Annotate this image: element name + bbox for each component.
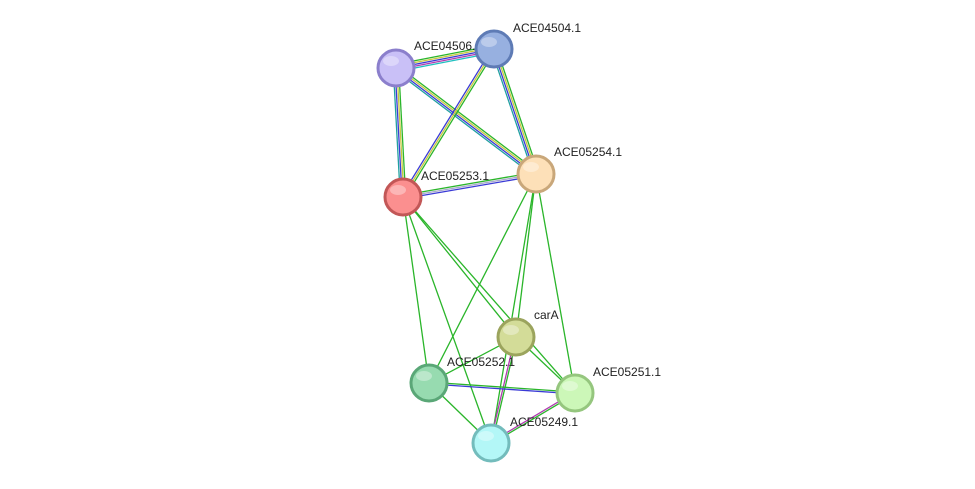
edge-evidence-line [495, 47, 540, 174]
node-highlight [503, 325, 519, 335]
node-circle[interactable] [474, 29, 514, 69]
edge-ACE04506.1-ACE05254.1[interactable] [393, 65, 539, 177]
edge-evidence-line [492, 49, 536, 175]
node-carA[interactable]: carA [496, 308, 559, 357]
nodes-layer: ACE04506.1 ACE04504.1ACE05254.1ACE05253.1… [376, 21, 661, 463]
node-ACE05249.1[interactable]: ACE05249.1 [471, 415, 578, 463]
edge-evidence-line [490, 173, 537, 444]
node-highlight [481, 37, 497, 47]
edge-evidence-line [494, 48, 538, 174]
edge-evidence-line [515, 173, 537, 338]
node-ACE04506.1[interactable]: ACE04506.1 [376, 39, 482, 88]
node-circle[interactable] [496, 317, 536, 357]
node-highlight [478, 431, 494, 441]
edge-evidence-line [398, 67, 407, 197]
node-circle[interactable] [376, 48, 416, 88]
edge-ACE05253.1-carA[interactable] [402, 196, 517, 338]
edge-evidence-line [402, 196, 576, 394]
edge-ACE05254.1-ACE05249.1[interactable] [490, 173, 537, 444]
node-circle[interactable] [383, 177, 423, 217]
node-label: ACE05252.1 [447, 355, 515, 369]
edge-evidence-line [402, 196, 492, 444]
edge-ACE04504.1-ACE05253.1[interactable] [400, 47, 497, 199]
edge-evidence-line [402, 196, 517, 338]
edge-evidence-line [402, 196, 430, 384]
edge-ACE05254.1-ACE05252.1[interactable] [428, 173, 537, 384]
edge-evidence-line [397, 65, 539, 173]
node-label: ACE05253.1 [421, 169, 489, 183]
edge-evidence-line [428, 173, 537, 384]
node-highlight [383, 56, 399, 66]
node-highlight [523, 162, 539, 172]
edge-evidence-line [393, 69, 535, 177]
node-circle[interactable] [516, 154, 556, 194]
edge-ACE05254.1-ACE05251.1[interactable] [535, 173, 576, 394]
edge-ACE05253.1-ACE05249.1[interactable] [402, 196, 492, 444]
node-highlight [390, 185, 406, 195]
node-label: ACE05251.1 [593, 365, 661, 379]
edge-evidence-line [392, 68, 401, 198]
node-ACE05252.1[interactable]: ACE05252.1 [409, 355, 515, 403]
edge-evidence-line [402, 173, 537, 198]
node-circle[interactable] [409, 363, 449, 403]
node-ACE05251.1[interactable]: ACE05251.1 [555, 365, 661, 413]
edge-evidence-line [429, 381, 576, 393]
node-circle[interactable] [555, 373, 595, 413]
edge-evidence-line [403, 49, 497, 199]
node-label: ACE04506.1 [414, 39, 482, 53]
edge-ACE05253.1-ACE05251.1[interactable] [402, 196, 576, 394]
node-label: ACE05254.1 [554, 145, 622, 159]
edge-evidence-line [402, 48, 495, 198]
edge-ACE05252.1-ACE05251.1[interactable] [428, 381, 576, 395]
edge-ACE05253.1-ACE05254.1[interactable] [402, 171, 537, 200]
node-highlight [562, 381, 578, 391]
edge-ACE05254.1-carA[interactable] [515, 173, 537, 338]
node-label: carA [534, 308, 559, 322]
edge-evidence-line [535, 173, 576, 394]
edge-evidence-line [394, 68, 403, 198]
edge-evidence-line [428, 383, 575, 395]
node-label: ACE04504.1 [513, 21, 581, 35]
edge-ACE04506.1-ACE05253.1[interactable] [392, 67, 407, 198]
node-ACE05253.1[interactable]: ACE05253.1 [383, 169, 489, 217]
edge-evidence-line [396, 66, 537, 174]
node-label: ACE05249.1 [510, 415, 578, 429]
edge-evidence-line [403, 175, 537, 200]
edge-evidence-line [395, 68, 536, 176]
edge-ACE04504.1-ACE05254.1[interactable] [490, 47, 540, 176]
node-circle[interactable] [471, 423, 511, 463]
node-highlight [416, 371, 432, 381]
edge-evidence-line [400, 47, 494, 197]
edge-evidence-line [490, 49, 535, 176]
node-ACE04504.1[interactable]: ACE04504.1 [474, 21, 581, 69]
edge-evidence-line [402, 171, 536, 196]
node-ACE05254.1[interactable]: ACE05254.1 [516, 145, 622, 194]
edge-evidence-line [396, 67, 405, 197]
edge-ACE05253.1-ACE05252.1[interactable] [402, 196, 430, 384]
